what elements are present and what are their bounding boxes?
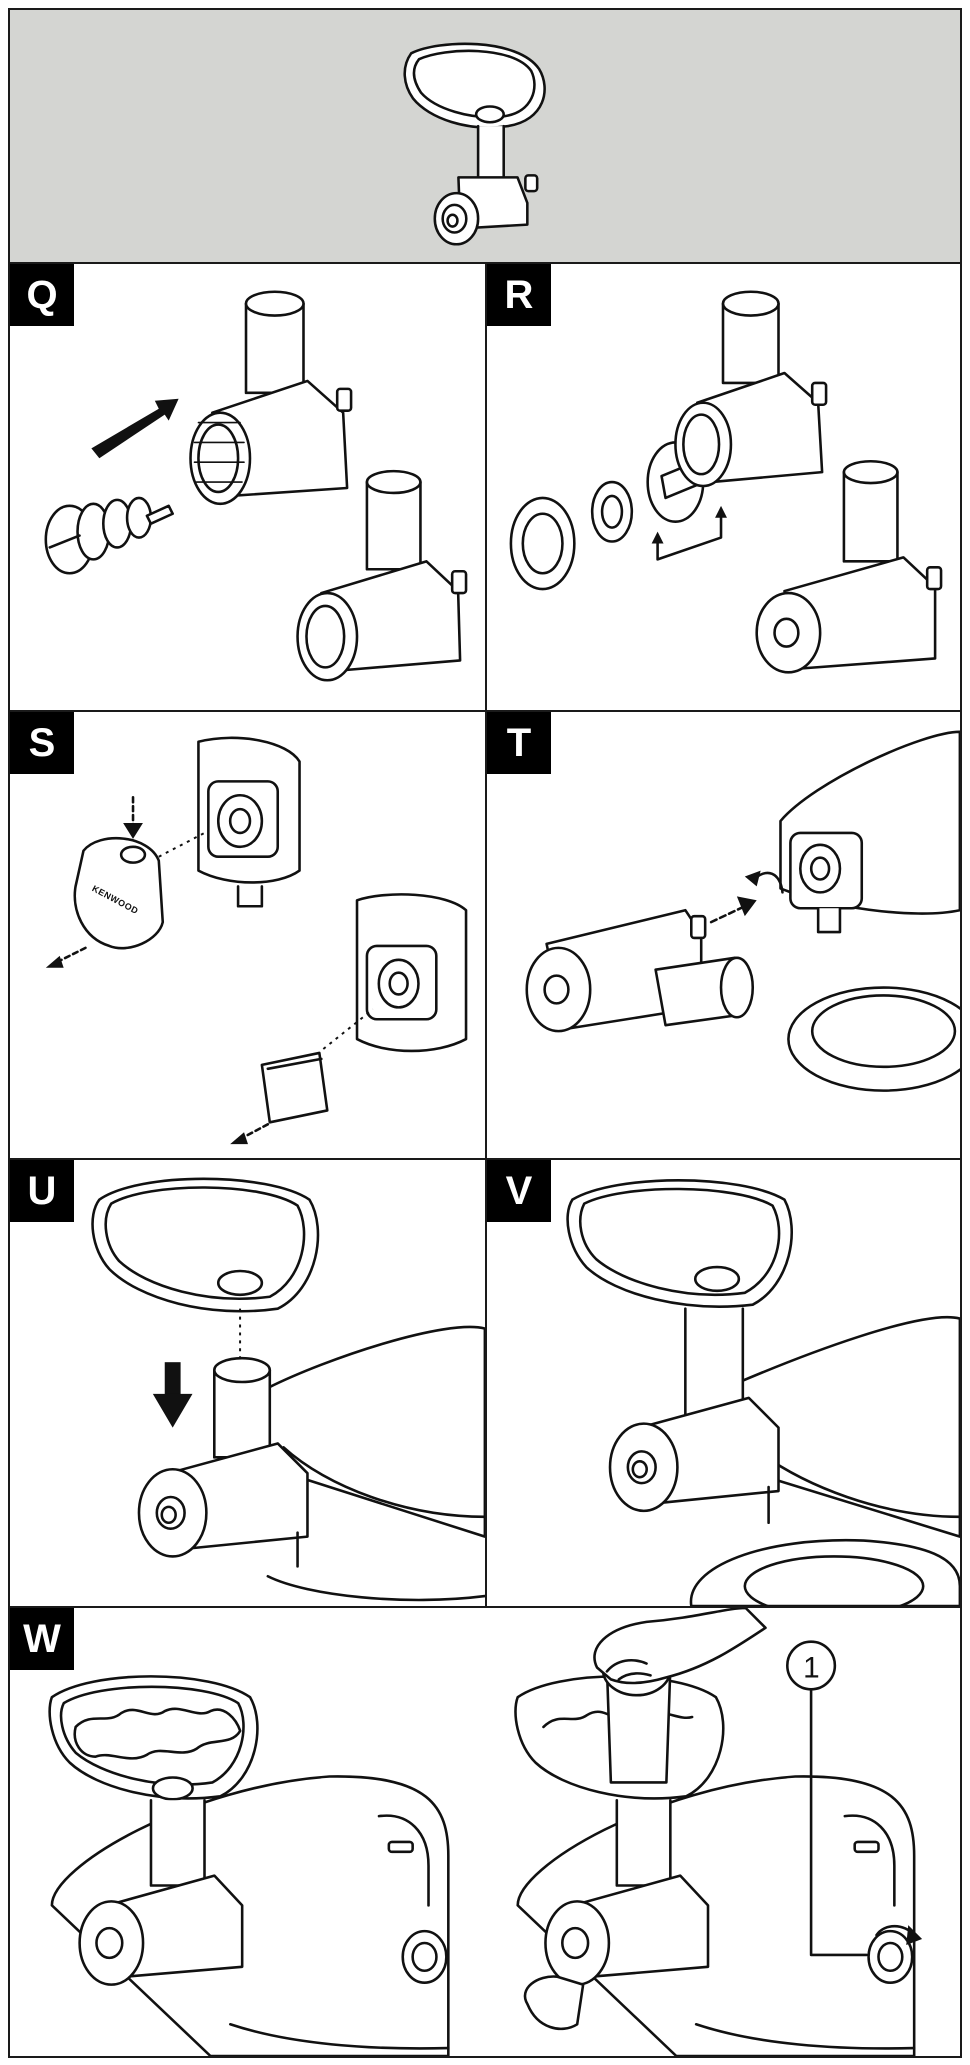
step-q-label: Q bbox=[10, 264, 74, 326]
step-q-illustration bbox=[44, 290, 468, 682]
step-w-illustration: 1 bbox=[48, 1608, 923, 2056]
arrow-right-icon bbox=[91, 398, 179, 459]
step-u-label: U bbox=[10, 1160, 74, 1222]
step-s-illustration: KENWOOD bbox=[45, 736, 468, 1145]
rotate-arrow-icon bbox=[744, 870, 784, 894]
step-s-label: S bbox=[10, 712, 74, 774]
step-t-panel: T bbox=[485, 710, 962, 1160]
step-u-panel: U bbox=[8, 1158, 487, 1608]
step-w-label: W bbox=[10, 1608, 74, 1670]
arrow-down-icon bbox=[152, 1362, 193, 1428]
step-q-panel: Q bbox=[8, 262, 487, 712]
rotate-arrow-icon bbox=[875, 1924, 923, 1945]
step-v-label: V bbox=[487, 1160, 551, 1222]
step-v-panel: V bbox=[485, 1158, 962, 1608]
assembled-attachment-illustration bbox=[403, 42, 546, 246]
step-t-label: T bbox=[487, 712, 551, 774]
step-r-panel: R bbox=[485, 262, 962, 712]
step-w-panel: W bbox=[8, 1606, 962, 2058]
header-panel bbox=[8, 8, 962, 264]
step-r-illustration bbox=[509, 290, 943, 674]
step-r-label: R bbox=[487, 264, 551, 326]
step-s-panel: S KENWOOD bbox=[8, 710, 487, 1160]
step-t-illustration bbox=[525, 730, 960, 1092]
step-v-illustration bbox=[566, 1179, 960, 1606]
callout-number: 1 bbox=[803, 1651, 820, 1684]
step-u-illustration bbox=[91, 1177, 485, 1602]
arrow-down-icon bbox=[123, 795, 143, 839]
